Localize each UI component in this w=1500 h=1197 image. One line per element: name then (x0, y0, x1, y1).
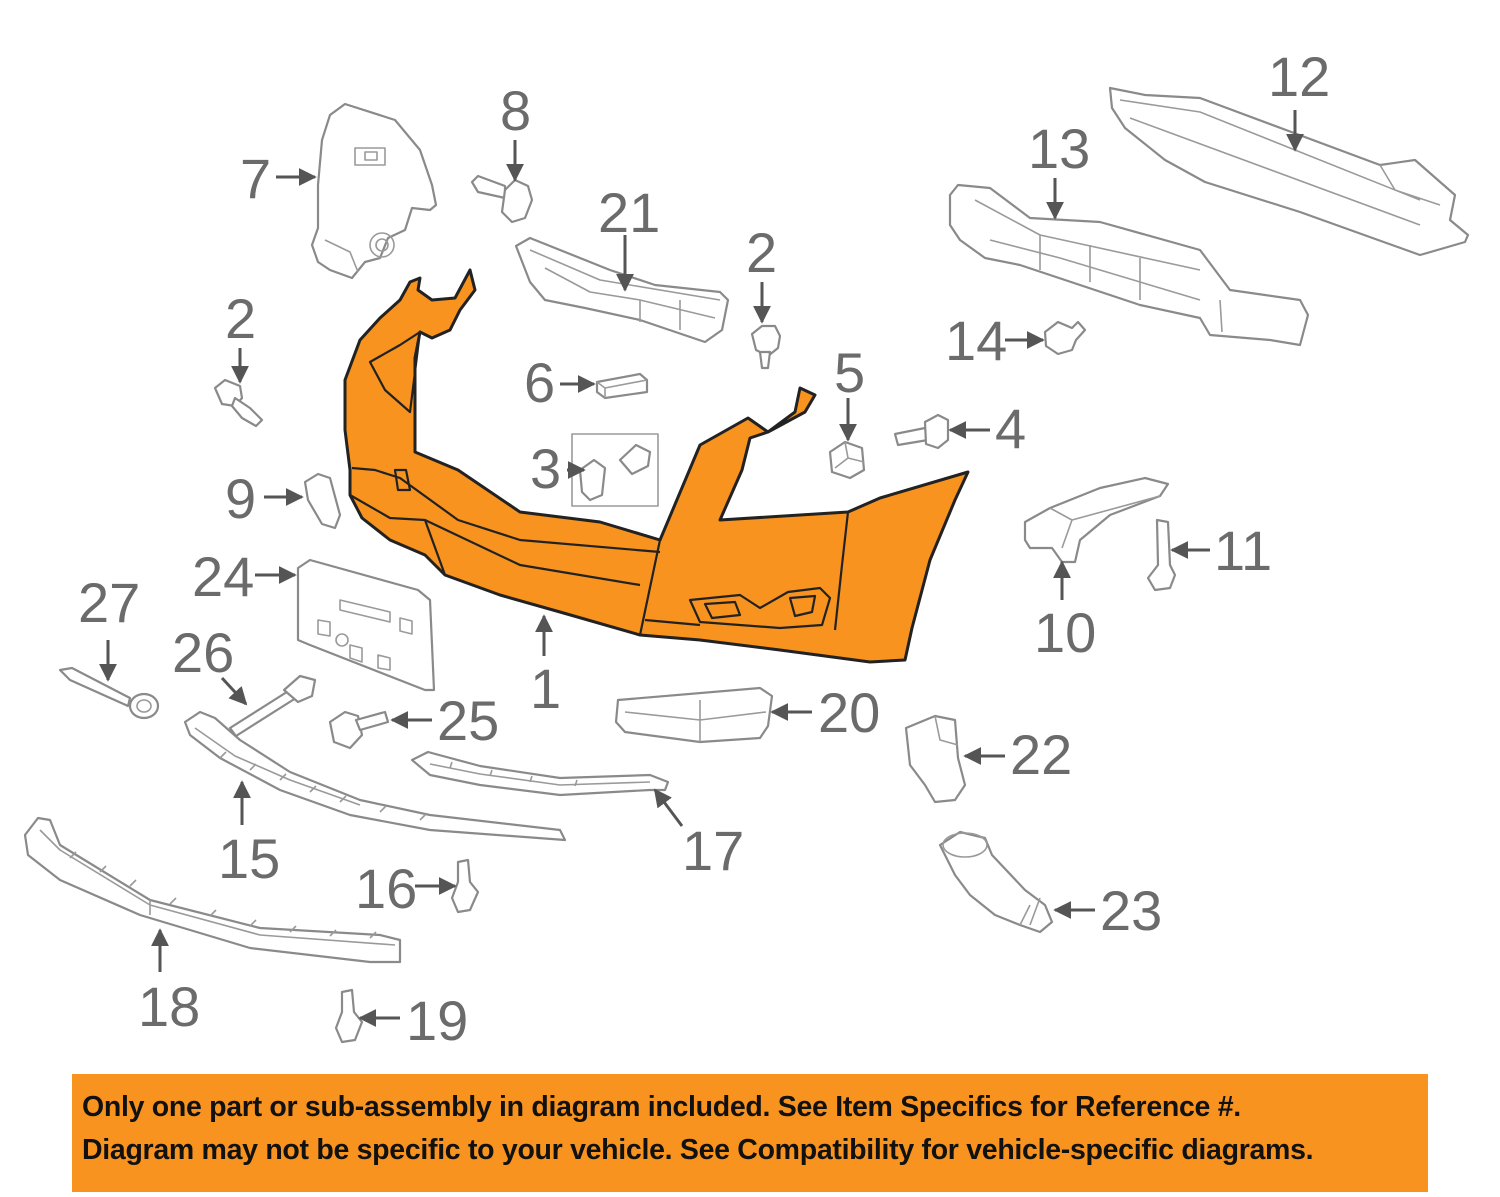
callout-8: 8 (500, 79, 531, 142)
leader-lines (99, 110, 1304, 1027)
callout-9: 9 (225, 467, 256, 530)
callout-6: 6 (524, 351, 555, 414)
callout-12: 12 (1268, 45, 1330, 108)
bumper-cover-shape (343, 268, 970, 664)
part-23-air-hose[interactable] (938, 830, 1054, 934)
part-11-pin[interactable] (1146, 518, 1177, 592)
part-22-air-duct[interactable] (904, 714, 967, 804)
part-3-clip-kit[interactable] (571, 433, 659, 507)
callout-2-right: 2 (746, 221, 777, 284)
callout-18: 18 (138, 975, 200, 1038)
part-21-bracket[interactable] (514, 236, 730, 344)
callout-25: 25 (437, 689, 499, 752)
callout-11: 11 (1214, 519, 1272, 582)
part-25-bolt[interactable] (328, 710, 390, 750)
callout-15: 15 (218, 827, 280, 890)
callout-21: 21 (598, 181, 660, 244)
part-16-pin[interactable] (450, 858, 480, 914)
callout-23: 23 (1100, 879, 1162, 942)
callout-2-left: 2 (225, 287, 256, 350)
part-6-insert[interactable] (595, 372, 649, 400)
part-12-impact-bar[interactable] (1108, 86, 1470, 257)
callout-14: 14 (945, 309, 1007, 372)
part-2-push-pin-right[interactable] (750, 324, 782, 370)
part-10-bracket[interactable] (1023, 476, 1170, 564)
part-24-license-bracket[interactable] (296, 558, 436, 692)
disclaimer-line-1: Only one part or sub-assembly in diagram… (82, 1091, 1241, 1123)
part-1-bumper-cover[interactable] (343, 268, 970, 664)
callout-19: 19 (406, 989, 468, 1052)
part-7-bracket[interactable] (310, 102, 438, 280)
callout-24: 24 (192, 545, 254, 608)
callout-10: 10 (1034, 601, 1096, 664)
part-19-pin[interactable] (334, 988, 364, 1044)
callout-16: 16 (355, 857, 417, 920)
disclaimer-line-2: Diagram may not be specific to your vehi… (82, 1134, 1314, 1166)
parts-diagram: 1 2 2 3 4 5 6 7 8 9 10 11 12 13 14 15 16… (23, 45, 1470, 1052)
callout-13: 13 (1028, 117, 1090, 180)
part-2-push-pin-left[interactable] (213, 378, 264, 428)
part-14-clip[interactable] (1043, 320, 1087, 356)
callout-26: 26 (172, 621, 234, 684)
callout-7: 7 (240, 147, 271, 210)
callout-3: 3 (530, 437, 561, 500)
callout-1: 1 (530, 657, 561, 720)
part-18-spoiler[interactable] (23, 816, 402, 964)
part-9-cover[interactable] (303, 472, 342, 530)
part-17-deflector[interactable] (410, 750, 670, 797)
callout-5: 5 (834, 341, 865, 404)
part-4-screw[interactable] (893, 413, 950, 450)
part-27-tow-eye[interactable] (58, 666, 160, 720)
part-13-energy-absorber[interactable] (948, 183, 1310, 347)
part-5-nut[interactable] (828, 440, 866, 480)
part-20-bracket[interactable] (614, 686, 774, 744)
part-26-stud[interactable] (228, 674, 317, 738)
callout-4: 4 (995, 397, 1026, 460)
part-15-deflector[interactable] (183, 710, 567, 842)
callout-20: 20 (818, 681, 880, 744)
callout-17: 17 (682, 819, 744, 882)
callout-27: 27 (78, 571, 140, 634)
disclaimer-banner: Only one part or sub-assembly in diagram… (72, 1074, 1428, 1192)
callout-22: 22 (1010, 723, 1072, 786)
part-8-bolt[interactable] (470, 174, 534, 224)
callout-labels: 1 2 2 3 4 5 6 7 8 9 10 11 12 13 14 15 16… (78, 45, 1330, 1052)
